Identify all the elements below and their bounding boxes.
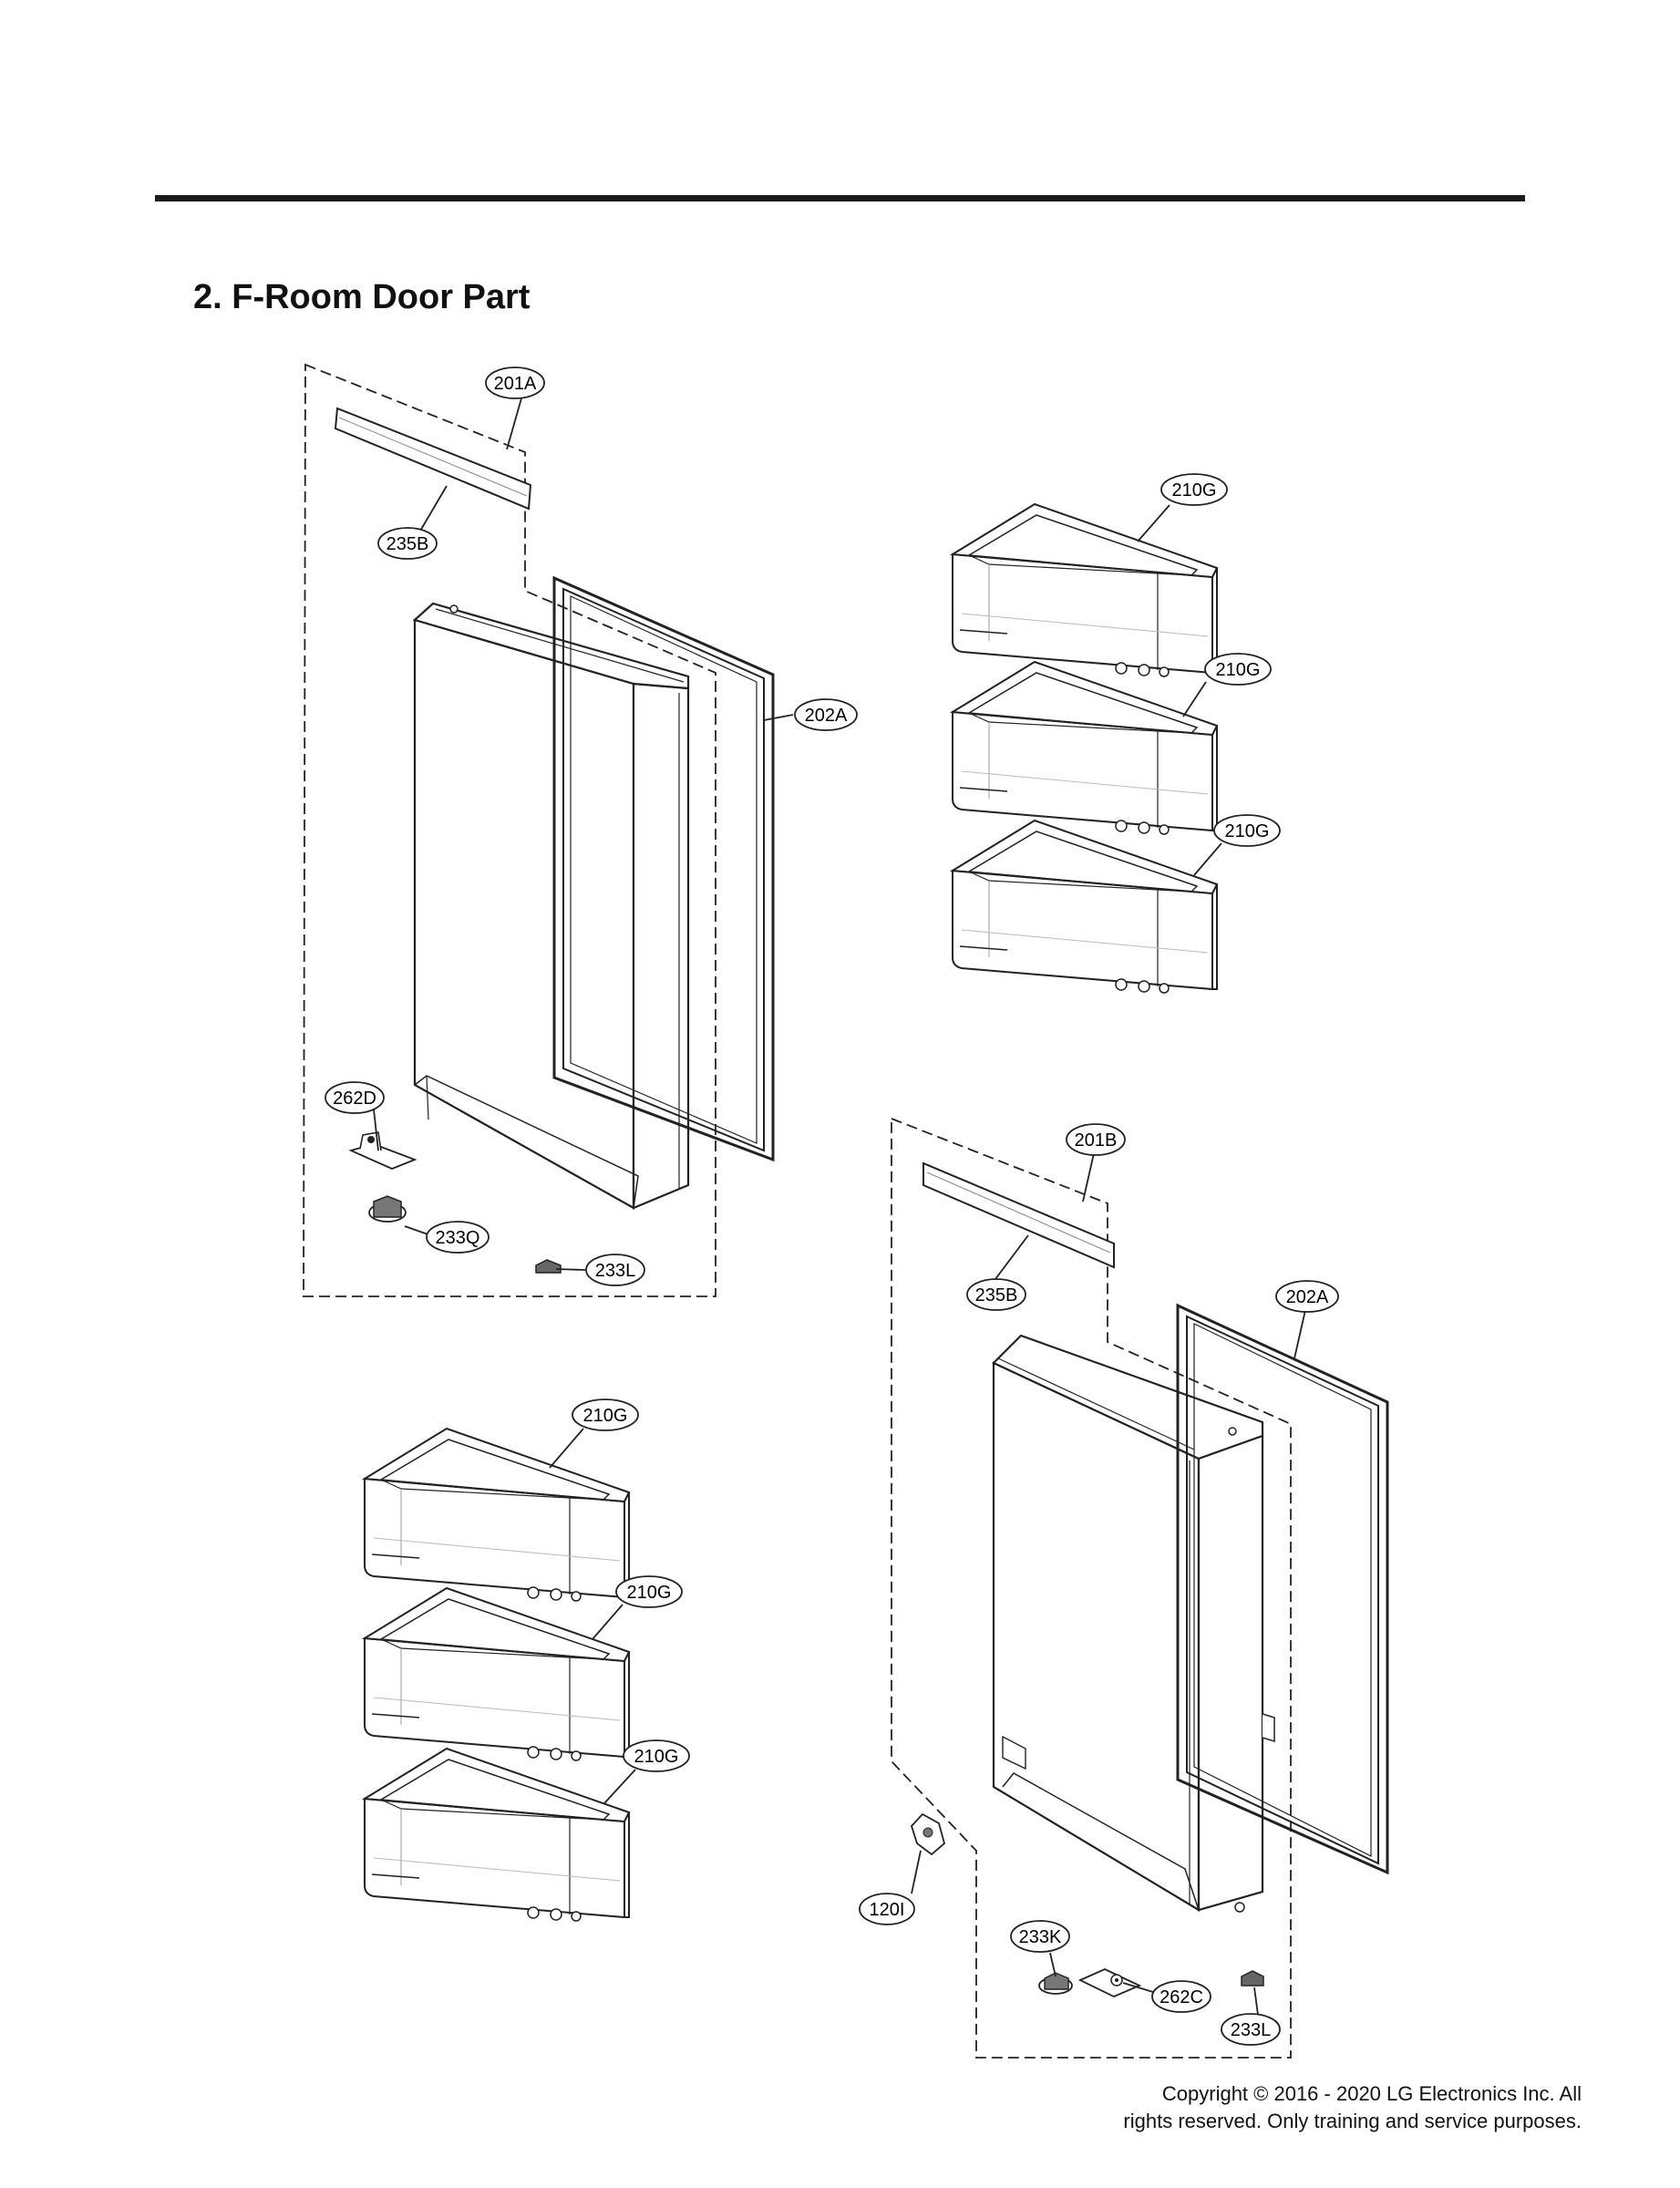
svg-text:120I: 120I	[870, 1900, 905, 1920]
callout-210G-lower-3: 210G	[623, 1739, 690, 1772]
svg-text:210G: 210G	[627, 1583, 672, 1603]
lower-basket-3	[364, 1748, 630, 1922]
callout-262D: 262D	[325, 1081, 385, 1114]
callout-120I: 120I	[859, 1893, 915, 1925]
left-gasket	[552, 575, 775, 1162]
left-hinge-bracket-part	[348, 1131, 417, 1170]
svg-text:210G: 210G	[583, 1406, 628, 1426]
right-hinge-bracket-part	[1077, 1968, 1142, 1997]
svg-text:210G: 210G	[634, 1747, 679, 1767]
callout-233L-left: 233L	[585, 1254, 645, 1286]
svg-text:262C: 262C	[1160, 1987, 1203, 2007]
callout-201B: 201B	[1066, 1123, 1126, 1156]
callout-262C: 262C	[1151, 1980, 1211, 2013]
svg-text:235B: 235B	[975, 1285, 1018, 1306]
svg-text:233Q: 233Q	[436, 1228, 480, 1248]
svg-text:210G: 210G	[1216, 660, 1261, 680]
callout-210G-upper-2: 210G	[1204, 653, 1272, 686]
page-title: 2. F-Room Door Part	[193, 278, 531, 316]
copyright-line-2: rights reserved. Only training and servi…	[1123, 2110, 1582, 2132]
copyright-line-1: Copyright © 2016 - 2020 LG Electronics I…	[1161, 2082, 1582, 2105]
left-stopper-part	[535, 1259, 562, 1274]
right-stopper-part	[1241, 1970, 1264, 1987]
callout-233L-right: 233L	[1221, 2013, 1281, 2046]
svg-text:233L: 233L	[1231, 2020, 1272, 2040]
svg-text:201B: 201B	[1075, 1130, 1118, 1151]
callout-210G-lower-1: 210G	[572, 1398, 639, 1431]
callout-201A: 201A	[485, 366, 545, 399]
svg-text:233K: 233K	[1019, 1927, 1062, 1947]
left-hinge-cap-part	[368, 1195, 407, 1223]
svg-text:202A: 202A	[1286, 1287, 1329, 1307]
upper-basket-3	[952, 820, 1218, 994]
callout-233K: 233K	[1010, 1920, 1070, 1953]
upper-basket-1	[952, 503, 1218, 677]
right-door-boundary	[891, 1117, 1292, 2059]
copyright-notice: Copyright © 2016 - 2020 LG Electronics I…	[943, 2080, 1582, 2135]
callout-233Q: 233Q	[426, 1221, 490, 1254]
svg-text:201A: 201A	[494, 374, 537, 394]
lower-basket-1	[364, 1428, 630, 1602]
callout-202A-right: 202A	[1275, 1280, 1339, 1313]
left-door-boundary	[303, 363, 716, 1297]
svg-text:202A: 202A	[805, 706, 848, 726]
callout-202A-left: 202A	[794, 698, 858, 731]
right-leader-lines	[911, 1152, 1306, 2016]
svg-text:233L: 233L	[595, 1261, 636, 1281]
svg-text:210G: 210G	[1172, 480, 1217, 501]
right-gasket	[1176, 1303, 1389, 1875]
callout-235B-left: 235B	[377, 527, 438, 560]
svg-text:235B: 235B	[387, 534, 429, 554]
callout-210G-upper-1: 210G	[1160, 473, 1228, 506]
right-hinge-cap-part	[1038, 1972, 1073, 1995]
left-handle	[334, 407, 532, 511]
left-leader-lines	[373, 397, 794, 1271]
lower-basket-2	[364, 1587, 630, 1761]
callout-235B-right: 235B	[966, 1278, 1026, 1311]
callout-210G-lower-2: 210G	[615, 1575, 683, 1608]
left-door-body	[412, 602, 690, 1210]
svg-text:262D: 262D	[333, 1089, 376, 1109]
lower-basket-leaders	[549, 1428, 636, 1804]
upper-basket-leaders	[1137, 504, 1222, 876]
header-rule	[155, 195, 1525, 201]
right-door-body	[992, 1334, 1275, 1913]
svg-text:210G: 210G	[1225, 821, 1270, 841]
upper-basket-2	[952, 661, 1218, 835]
right-sensor-part	[910, 1812, 946, 1856]
right-handle	[922, 1161, 1115, 1269]
callout-210G-upper-3: 210G	[1213, 814, 1281, 847]
